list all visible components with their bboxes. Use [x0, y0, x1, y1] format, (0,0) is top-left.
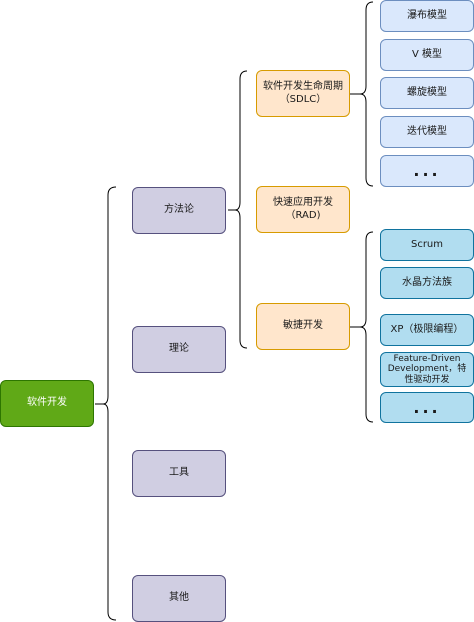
category-label: 其他 — [169, 592, 189, 604]
agile-method-label: Feature-Driven Development，特性驱动开发 — [387, 353, 467, 385]
sdlc-model-spiral: 螺旋模型 — [380, 77, 474, 109]
category-label: 工具 — [169, 467, 189, 479]
sdlc-model-waterfall: 瀑布模型 — [380, 0, 474, 32]
sdlc-model-label: 瀑布模型 — [407, 9, 447, 21]
category-theory: 理论 — [132, 326, 226, 373]
agile-method-fdd: Feature-Driven Development，特性驱动开发 — [380, 352, 474, 387]
method-label: 快速应用开发 （RAD) — [273, 197, 333, 221]
category-methodology: 方法论 — [132, 187, 226, 234]
sdlc-model-label: V 模型 — [411, 48, 443, 60]
ellipsis-label: ... — [413, 161, 441, 180]
agile-method-more: ... — [380, 392, 474, 423]
sdlc-model-iterative: 迭代模型 — [380, 116, 474, 148]
category-label: 理论 — [169, 343, 189, 355]
category-label: 方法论 — [164, 204, 194, 216]
agile-method-scrum: Scrum — [380, 229, 474, 261]
sdlc-model-v: V 模型 — [380, 39, 474, 71]
method-rad: 快速应用开发 （RAD) — [256, 186, 350, 233]
method-label: 敏捷开发 — [283, 320, 323, 332]
sdlc-model-more: ... — [380, 155, 474, 187]
agile-method-crystal: 水晶方法族 — [380, 267, 474, 299]
category-tools: 工具 — [132, 450, 226, 497]
bracket-sdlc-models — [350, 1, 374, 187]
sdlc-model-label: 迭代模型 — [407, 125, 447, 137]
method-agile: 敏捷开发 — [256, 303, 350, 350]
bracket-methodology-methods — [228, 70, 248, 349]
category-other: 其他 — [132, 575, 226, 622]
ellipsis-label: ... — [413, 397, 441, 417]
bracket-agile-methods — [350, 231, 374, 423]
sdlc-model-label: 螺旋模型 — [407, 86, 447, 98]
method-sdlc: 软件开发生命周期 （SDLC） — [256, 70, 350, 117]
bracket-root-categories — [95, 186, 117, 621]
agile-method-label: Scrum — [410, 238, 444, 250]
root-node-software-development: 软件开发 — [0, 380, 94, 427]
agile-method-label: 水晶方法族 — [402, 276, 452, 288]
agile-method-xp: XP（极限编程） — [380, 314, 474, 346]
agile-method-label: XP（极限编程） — [390, 323, 464, 335]
root-label: 软件开发 — [27, 397, 67, 409]
method-label: 软件开发生命周期 （SDLC） — [263, 81, 343, 105]
